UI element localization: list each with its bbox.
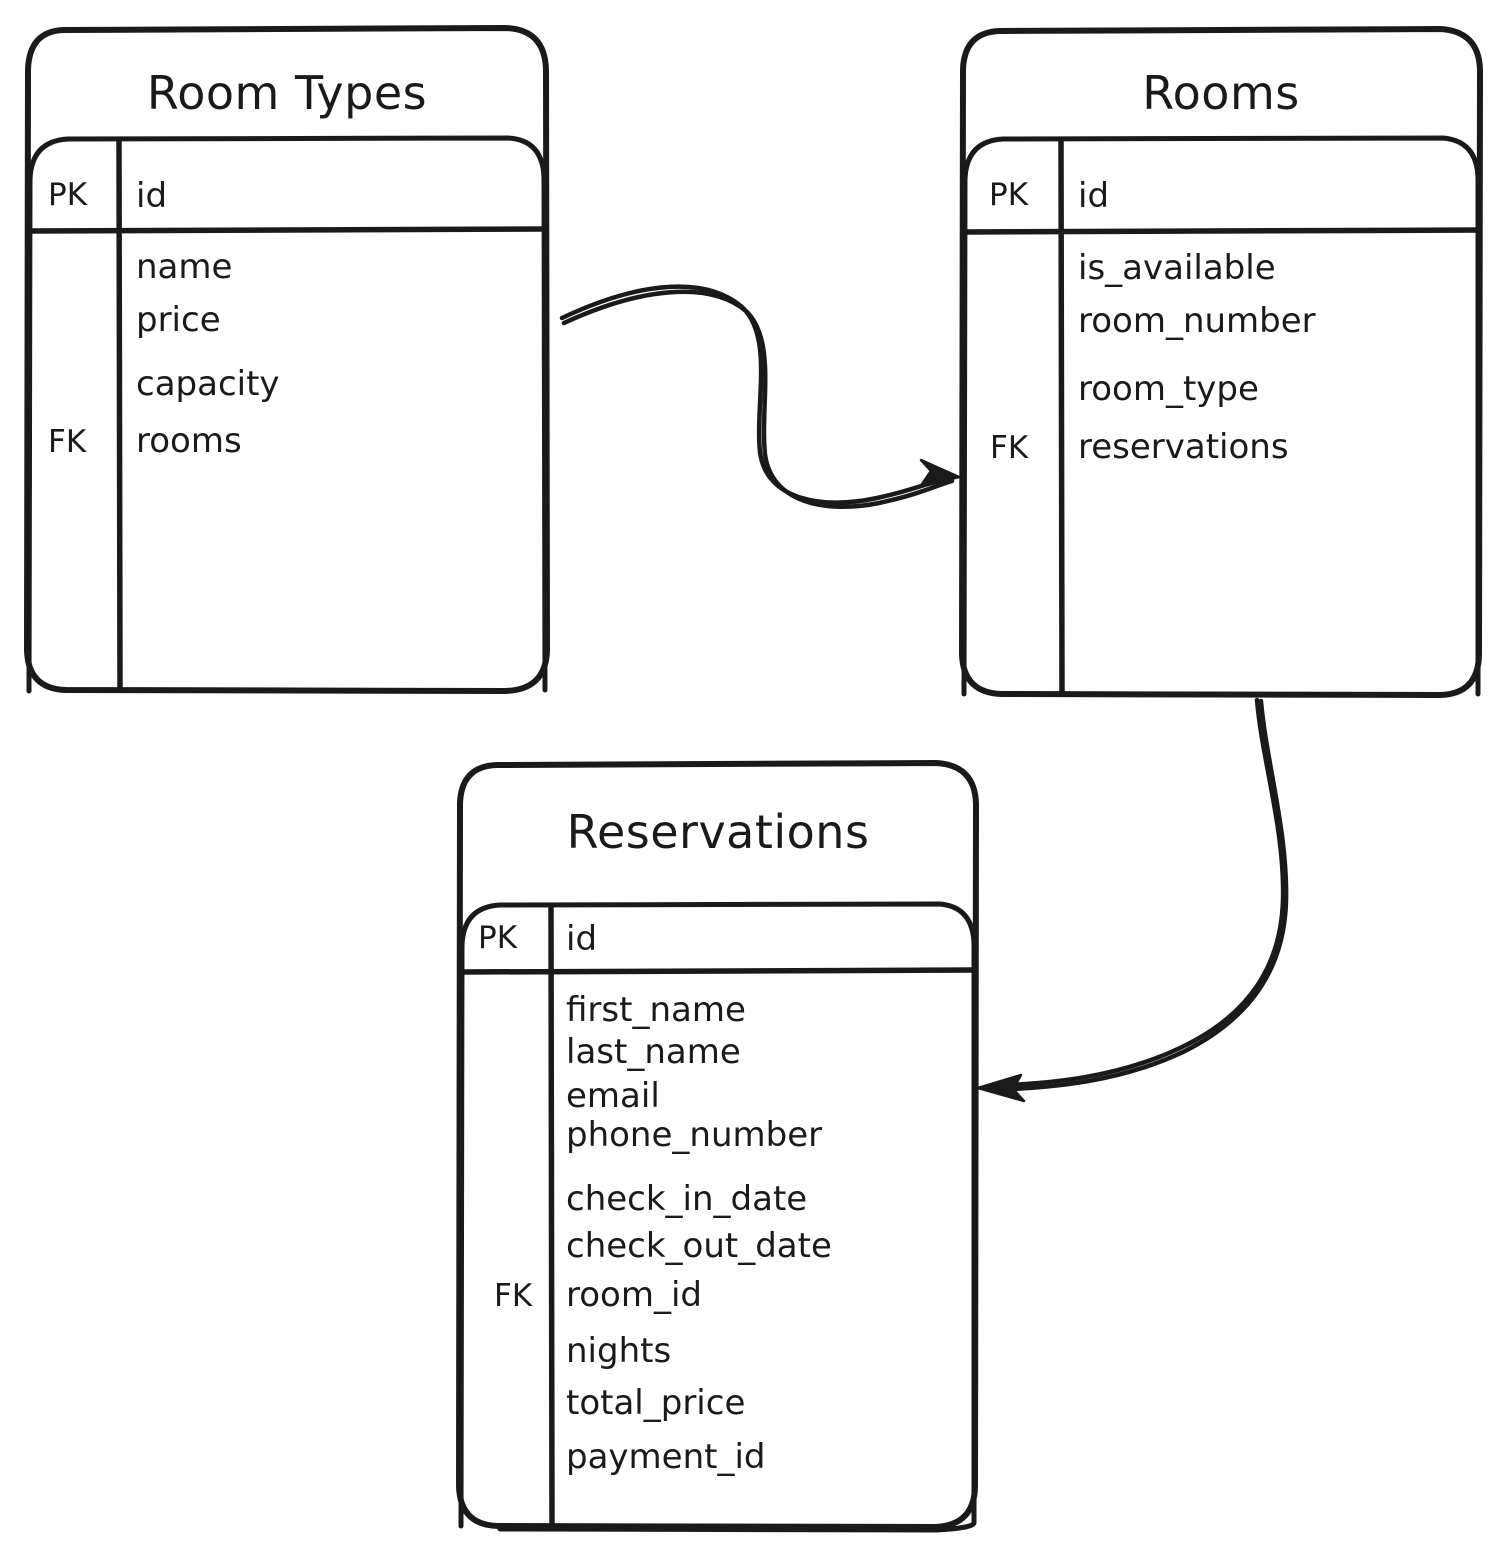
- entity-room-types[interactable]: Room Types PK id name price capacity roo…: [24, 25, 550, 694]
- entity-reservations-pk-separator: [457, 967, 978, 975]
- entity-rooms-title: Rooms: [1142, 66, 1299, 120]
- relationship-rooms-to-reservations-line: [992, 697, 1286, 1089]
- entity-rooms-pk-label: PK: [989, 177, 1029, 213]
- entity-reservations-pk-field: id: [566, 919, 597, 959]
- entity-room-types-attr-name: name: [136, 247, 232, 287]
- entity-rooms-outline: [959, 26, 1483, 698]
- entity-reservations-attr-first-name: first_name: [566, 990, 746, 1030]
- entity-room-types-pk-label: PK: [48, 177, 88, 213]
- entity-reservations-attr-payment-id: payment_id: [566, 1437, 765, 1477]
- entity-rooms-key-divider: [1058, 138, 1065, 697]
- entity-reservations-attr-email: email: [566, 1076, 660, 1116]
- entity-rooms-fk-label: FK: [990, 430, 1029, 466]
- entity-rooms-pk-field: id: [1078, 176, 1109, 216]
- entity-room-types-pk-field: id: [136, 176, 167, 216]
- entity-room-types-fk-label: FK: [48, 424, 87, 460]
- relationship-room-types-to-rooms[interactable]: [559, 284, 961, 510]
- entity-rooms-table-outline: [961, 135, 1481, 697]
- entity-rooms-attr-room-type: room_type: [1078, 369, 1259, 409]
- entity-reservations-attr-nights: nights: [566, 1331, 671, 1371]
- entity-reservations-attr-phone-number: phone_number: [566, 1115, 822, 1155]
- entity-room-types-pk-separator: [25, 226, 548, 234]
- relationship-rooms-to-reservations-arrowhead: [976, 1073, 1026, 1103]
- entity-rooms-attr-room-number: room_number: [1078, 301, 1316, 341]
- entity-reservations-pk-label: PK: [478, 920, 518, 956]
- entity-reservations-fk-label: FK: [494, 1278, 533, 1314]
- entity-room-types-title: Room Types: [147, 66, 427, 120]
- entity-reservations-attr-room-id: room_id: [566, 1275, 702, 1315]
- entity-reservations-attr-total-price: total_price: [566, 1383, 745, 1423]
- entity-room-types-attr-price: price: [136, 300, 221, 340]
- entity-reservations-attr-last-name: last_name: [566, 1032, 741, 1072]
- entity-reservations-title: Reservations: [567, 805, 870, 859]
- entity-reservations[interactable]: Reservations PK id first_name last_name …: [456, 760, 979, 1533]
- entity-rooms-attr-reservations: reservations: [1078, 427, 1289, 467]
- entity-room-types-outline: [24, 25, 550, 694]
- entity-rooms-pk-separator: [960, 227, 1482, 235]
- entity-room-types-key-divider: [116, 138, 123, 693]
- entity-room-types-attr-capacity: capacity: [136, 364, 280, 404]
- entity-rooms-attr-is-available: is_available: [1078, 248, 1276, 288]
- entity-room-types-table-outline: [26, 135, 548, 694]
- entity-reservations-attr-check-out-date: check_out_date: [566, 1226, 832, 1266]
- entity-reservations-table-outline: [458, 901, 977, 1533]
- entity-reservations-key-divider: [548, 904, 555, 1531]
- relationship-room-types-to-rooms-line-2: [561, 289, 955, 510]
- entity-rooms[interactable]: Rooms PK id is_available room_number roo…: [959, 26, 1483, 698]
- relationship-room-types-to-rooms-arrowhead: [918, 458, 961, 489]
- relationship-rooms-to-reservations[interactable]: [976, 697, 1289, 1103]
- relationship-room-types-to-rooms-line: [559, 284, 953, 505]
- entity-reservations-attr-check-in-date: check_in_date: [566, 1179, 807, 1219]
- entity-reservations-outline: [456, 760, 979, 1530]
- entity-room-types-attr-rooms: rooms: [136, 421, 242, 461]
- relationship-rooms-to-reservations-line-2: [995, 698, 1289, 1093]
